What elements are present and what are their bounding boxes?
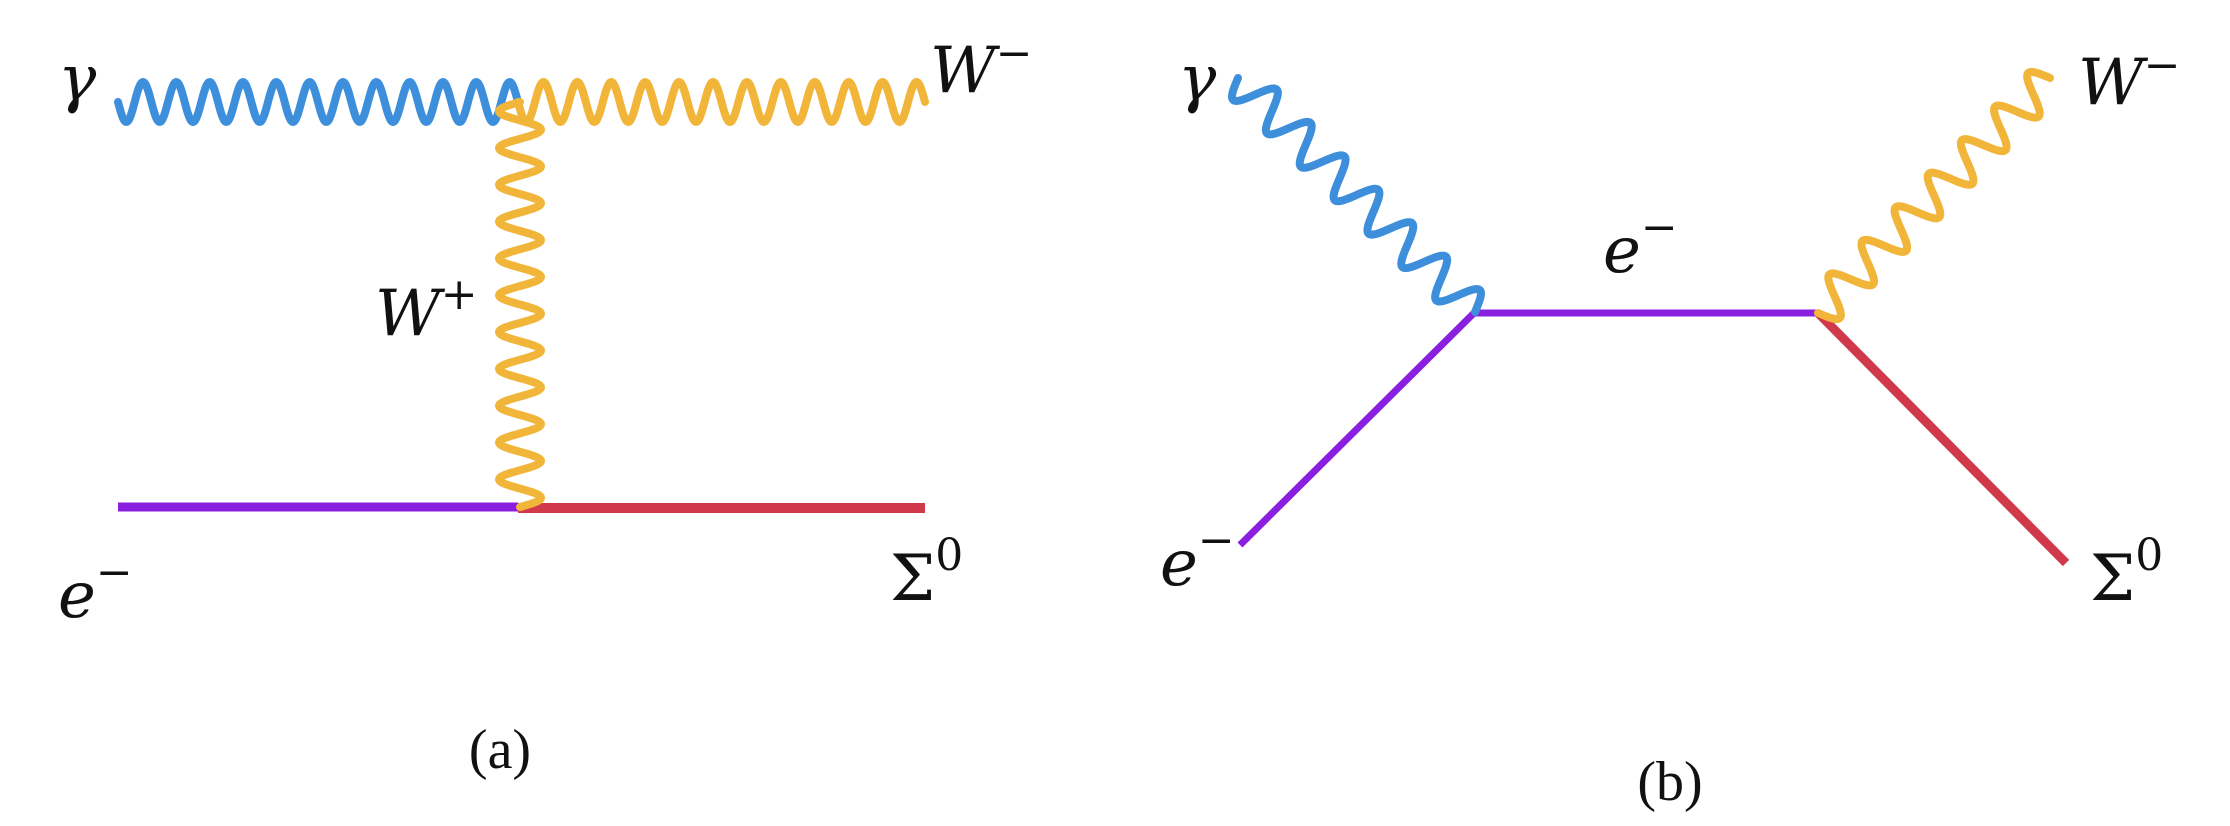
diagram-b: γ W− e− e− Σ0 (b) [1160, 40, 2181, 813]
diagram-b-sigma-label: Σ0 [2090, 530, 2163, 616]
diagram-a-w-minus-label: W− [930, 28, 1033, 108]
diagram-b-sigma-base: Σ [2090, 542, 2135, 616]
diagram-a-photon-line [114, 78, 522, 126]
diagram-a-sigma-sup: 0 [935, 530, 963, 581]
diagram-b-propagator-base: e [1603, 214, 1641, 288]
diagram-b-photon-label: γ [1178, 42, 1217, 116]
diagram-a-w-plus-line [495, 98, 545, 511]
diagram-a-w-plus-base: W [375, 277, 446, 351]
diagram-b-w-minus-base: W [2078, 46, 2149, 120]
diagram-a-w-plus-sup: + [441, 269, 478, 320]
diagram-a-caption: (a) [469, 719, 531, 781]
diagram-b-sigma-sup: 0 [2135, 530, 2163, 581]
diagram-a-sigma-label: Σ0 [890, 530, 963, 616]
diagram-b-w-minus-sup: − [2144, 40, 2181, 91]
diagram-b-w-minus-line [1814, 67, 2054, 324]
diagram-b-propagator-sup: − [1641, 202, 1678, 253]
diagram-b-w-minus-label: W− [2078, 40, 2181, 120]
diagram-a-w-minus-base: W [930, 34, 1001, 108]
diagram-b-sigma-line [1814, 309, 2070, 567]
diagram-a-photon-label: γ [58, 42, 97, 116]
diagram-b-electron-in-line [1237, 309, 1478, 548]
diagram-b-electron-sup: − [1198, 515, 1235, 566]
diagram-b-electron-label: e− [1160, 515, 1235, 601]
diagram-a-sigma-base: Σ [890, 542, 935, 616]
diagram-a: γ W− W+ e− Σ0 (a) [58, 28, 1033, 781]
diagram-b-photon-line [1228, 74, 1485, 316]
diagram-a-electron-base: e [58, 559, 96, 633]
diagram-a-electron-label: e− [58, 547, 133, 633]
diagram-b-caption: (b) [1637, 751, 1702, 813]
diagram-a-electron-sup: − [96, 547, 133, 598]
diagram-a-w-minus-sup: − [996, 28, 1033, 79]
diagram-a-w-minus-line [514, 78, 929, 126]
diagram-a-w-plus-label: W+ [375, 269, 478, 351]
diagram-b-propagator-label: e− [1603, 202, 1678, 288]
diagram-b-electron-base: e [1160, 527, 1198, 601]
